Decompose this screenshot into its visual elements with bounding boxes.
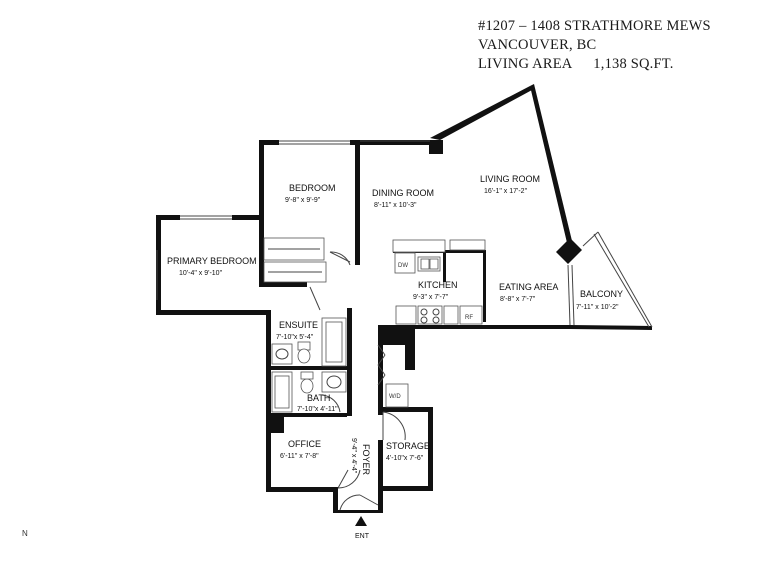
ensuite-name: ENSUITE	[279, 320, 318, 330]
primary-bedroom-name: PRIMARY BEDROOM	[167, 256, 257, 266]
dining-name: DINING ROOM	[372, 188, 434, 198]
balcony-dims: 7'-11" x 10'-2"	[576, 304, 619, 311]
living-name: LIVING ROOM	[480, 174, 540, 184]
entrance-arrow-icon	[355, 516, 367, 526]
kitchen-name: KITCHEN	[418, 280, 458, 290]
bedroom-name: BEDROOM	[289, 183, 336, 193]
fixtures: DW RF W/D	[263, 237, 486, 511]
living-area: LIVING AREA 1,138 SQ.FT.	[478, 55, 748, 74]
storage-dims: 4'-10"x 7'-6"	[386, 455, 424, 462]
office-name: OFFICE	[288, 439, 321, 449]
entrance-label: ENT	[355, 533, 370, 540]
north-indicator: N	[22, 529, 28, 538]
dining-dims: 8'-11" x 10'-3"	[374, 202, 417, 209]
room-labels: BEDROOM 9'-8" x 9'-9" DINING ROOM 8'-11"…	[167, 174, 623, 476]
office-dims: 6'-11" x 7'-8"	[280, 453, 319, 460]
living-dims: 16'-1" x 17'-2"	[484, 188, 528, 195]
listing-header: #1207 – 1408 STRATHMORE MEWS VANCOUVER, …	[478, 17, 748, 74]
eating-area-dims: 8'-8" x 7'-7"	[500, 296, 536, 303]
kitchen-dims: 9'-3" x 7'-7"	[413, 294, 449, 301]
ensuite-dims: 7'-10"x 5'-4"	[276, 334, 314, 341]
balcony-name: BALCONY	[580, 289, 623, 299]
windows	[156, 140, 653, 328]
fridge-label: RF	[465, 315, 473, 321]
storage-name: STORAGE	[386, 441, 430, 451]
dishwasher-label: DW	[398, 263, 408, 269]
address: #1207 – 1408 STRATHMORE MEWS	[478, 18, 711, 34]
living-area-value: 1,138 SQ.FT.	[593, 56, 674, 72]
foyer-name: FOYER	[361, 444, 371, 476]
eating-area-name: EATING AREA	[499, 282, 558, 292]
primary-bedroom-dims: 10'-4" x 9'-10"	[179, 270, 223, 277]
living-area-label: LIVING AREA	[478, 56, 572, 72]
washer-dryer-label: W/D	[389, 394, 401, 400]
bath-dims: 7'-10"x 4'-11"	[297, 406, 338, 413]
foyer-dims: 9'-4" x 4'-4"	[350, 438, 357, 474]
bath-name: BATH	[307, 393, 330, 403]
bedroom-dims: 9'-8" x 9'-9"	[285, 197, 321, 204]
city: VANCOUVER, BC	[478, 37, 597, 53]
